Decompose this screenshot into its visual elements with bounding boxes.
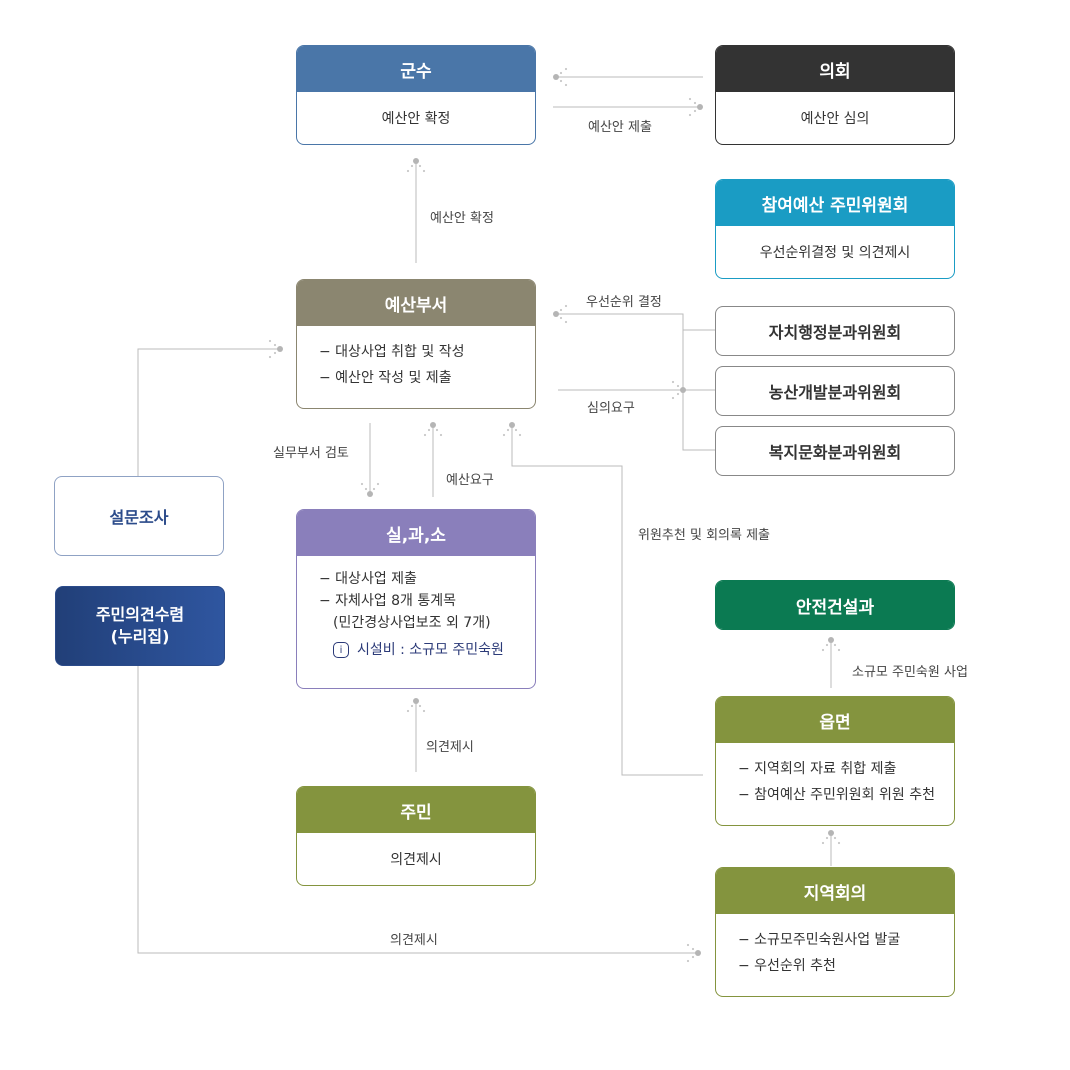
subcommittee-title: 자치행정분과위원회 bbox=[768, 323, 902, 342]
label-confirm-budget: 예산안 확정 bbox=[430, 211, 494, 226]
info-icon: i bbox=[333, 642, 349, 658]
label-dept-review: 실무부서 검토 bbox=[273, 446, 349, 461]
safety-title: 안전건설과 bbox=[716, 581, 954, 629]
dept-title: 실,과,소 bbox=[297, 510, 535, 556]
survey-box: 설문조사 bbox=[54, 476, 224, 556]
subcommittee-title: 농산개발분과위원회 bbox=[768, 383, 902, 402]
regional-title: 지역회의 bbox=[716, 868, 954, 914]
label-opinion-regional: 의견제시 bbox=[390, 933, 438, 948]
residents-title: 주민 bbox=[297, 787, 535, 833]
regional-box: 지역회의 − 소규모주민숙원사업 발굴 − 우선순위 추천 bbox=[715, 867, 955, 997]
budget-dept-box: 예산부서 − 대상사업 취합 및 작성 − 예산안 작성 및 제출 bbox=[296, 279, 536, 409]
dept-item: − 자체사업 8개 통계목 bbox=[319, 593, 457, 609]
opinion-subtitle: (누리집) bbox=[110, 627, 170, 646]
town-item: − 참여예산 주민위원회 위원 추천 bbox=[738, 787, 935, 803]
dept-box: 실,과,소 − 대상사업 제출 − 자체사업 8개 통계목 (민간경상사업보조 … bbox=[296, 509, 536, 689]
residents-body: 의견제시 bbox=[390, 852, 442, 868]
opinion-box: 주민의견수렴 (누리집) bbox=[55, 586, 225, 666]
label-opinion-dept: 의견제시 bbox=[426, 740, 474, 755]
subcommittee-box-welfare: 복지문화분과위원회 bbox=[715, 426, 955, 476]
dept-info-text: 시설비 : 소규모 주민숙원 bbox=[357, 642, 504, 658]
dept-item: − 대상사업 제출 bbox=[319, 571, 417, 587]
dept-info: i 시설비 : 소규모 주민숙원 bbox=[333, 639, 504, 661]
budget-dept-list: − 대상사업 취합 및 작성 − 예산안 작성 및 제출 bbox=[297, 326, 535, 391]
committee-title: 참여예산 주민위원회 bbox=[716, 180, 954, 226]
subcommittee-box-agri: 농산개발분과위원회 bbox=[715, 366, 955, 416]
label-review-request: 심의요구 bbox=[587, 401, 635, 416]
survey-title: 설문조사 bbox=[109, 508, 169, 527]
label-submit-budget: 예산안 제출 bbox=[588, 120, 652, 135]
gunsu-box: 군수 예산안 확정 bbox=[296, 45, 536, 145]
regional-item: − 우선순위 추천 bbox=[738, 958, 836, 974]
subcommittee-title: 복지문화분과위원회 bbox=[768, 443, 902, 462]
label-priority-decision: 우선순위 결정 bbox=[586, 295, 662, 310]
council-box: 의회 예산안 심의 bbox=[715, 45, 955, 145]
town-box: 읍면 − 지역회의 자료 취합 제출 − 참여예산 주민위원회 위원 추천 bbox=[715, 696, 955, 826]
budget-dept-title: 예산부서 bbox=[297, 280, 535, 326]
committee-box: 참여예산 주민위원회 우선순위결정 및 의견제시 bbox=[715, 179, 955, 279]
dept-list: − 대상사업 제출 − 자체사업 8개 통계목 (민간경상사업보조 외 7개) … bbox=[297, 556, 535, 661]
regional-item: − 소규모주민숙원사업 발굴 bbox=[738, 932, 901, 948]
council-title: 의회 bbox=[716, 46, 954, 92]
label-small-projects: 소규모 주민숙원 사업 bbox=[852, 665, 968, 680]
label-recommend-minutes: 위원추천 및 회의록 제출 bbox=[638, 528, 770, 543]
dept-item-sub: (민간경상사업보조 외 7개) bbox=[333, 615, 491, 631]
town-list: − 지역회의 자료 취합 제출 − 참여예산 주민위원회 위원 추천 bbox=[716, 743, 954, 808]
budget-dept-item: − 대상사업 취합 및 작성 bbox=[319, 344, 465, 360]
label-budget-request: 예산요구 bbox=[446, 473, 494, 488]
council-body: 예산안 심의 bbox=[800, 111, 870, 127]
gunsu-title: 군수 bbox=[297, 46, 535, 92]
regional-list: − 소규모주민숙원사업 발굴 − 우선순위 추천 bbox=[716, 914, 954, 979]
residents-box: 주민 의견제시 bbox=[296, 786, 536, 886]
budget-dept-item: − 예산안 작성 및 제출 bbox=[319, 370, 452, 386]
subcommittee-box-admin: 자치행정분과위원회 bbox=[715, 306, 955, 356]
town-item: − 지역회의 자료 취합 제출 bbox=[738, 761, 897, 777]
committee-body: 우선순위결정 및 의견제시 bbox=[759, 245, 911, 261]
opinion-title: 주민의견수렴 bbox=[95, 605, 185, 624]
gunsu-body: 예산안 확정 bbox=[381, 111, 451, 127]
safety-box: 안전건설과 bbox=[715, 580, 955, 630]
town-title: 읍면 bbox=[716, 697, 954, 743]
